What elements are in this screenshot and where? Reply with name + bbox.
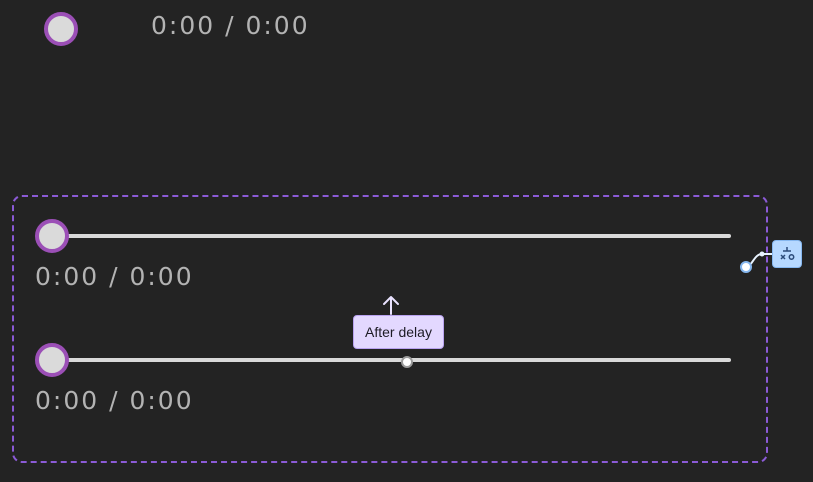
player-1-thumb[interactable] <box>35 219 69 253</box>
component-node[interactable] <box>772 240 802 268</box>
after-delay-trigger[interactable]: After delay <box>353 315 444 349</box>
trigger-label: After delay <box>365 324 432 340</box>
arrow-up-icon <box>383 296 399 315</box>
connection-handle-left[interactable] <box>740 261 752 273</box>
top-player-thumb[interactable] <box>44 12 78 46</box>
connection-handle-bottom[interactable] <box>401 356 413 368</box>
selection-frame[interactable] <box>12 195 768 463</box>
top-player-time: 0:00 / 0:00 <box>151 11 310 40</box>
player-2-time: 0:00 / 0:00 <box>35 386 194 415</box>
component-node-icon <box>780 247 795 260</box>
player-1-time: 0:00 / 0:00 <box>35 262 194 291</box>
player-2-track[interactable] <box>52 358 731 362</box>
player-2-thumb[interactable] <box>35 343 69 377</box>
player-1-track[interactable] <box>52 234 731 238</box>
